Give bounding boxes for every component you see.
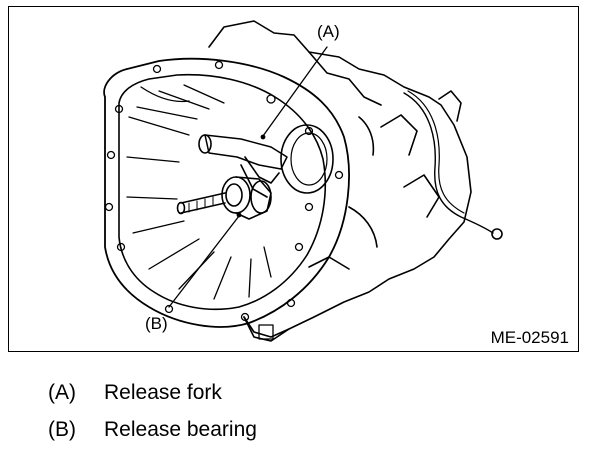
- legend: (A) Release fork (B) Release bearing: [48, 382, 257, 456]
- legend-text: Release fork: [104, 381, 222, 404]
- callout-b: (B): [145, 314, 168, 333]
- transmission-case-outline: [208, 20, 472, 338]
- wiring-harness-2: [407, 90, 465, 214]
- release-bearing-body: [235, 176, 272, 220]
- bore-opening-inner: [290, 132, 328, 186]
- input-shaft: [180, 192, 226, 214]
- input-shaft-splines: [188, 196, 214, 213]
- bell-housing-rim: [118, 73, 327, 311]
- leader-dot-b: [236, 212, 242, 218]
- leader-dot-a: [260, 134, 266, 140]
- bore-opening: [280, 124, 334, 194]
- case-rib-lower: [403, 174, 440, 218]
- leader-line-a: [262, 46, 328, 137]
- release-fork-arm: [204, 134, 288, 170]
- flange-bolt-holes: [104, 60, 344, 322]
- lower-skirt: [243, 316, 290, 342]
- harness-connector: [491, 228, 503, 240]
- case-rib-mid: [380, 114, 418, 156]
- bell-housing-flange: [103, 57, 350, 328]
- transmission-illustration: [103, 20, 503, 342]
- bell-housing-ribs: [126, 84, 272, 300]
- legend-item: (A) Release fork: [48, 382, 257, 403]
- legend-letter: (A): [48, 381, 76, 404]
- release-fork-finger: [244, 156, 280, 184]
- legend-letter: (B): [48, 418, 76, 441]
- release-bearing-rear: [250, 180, 272, 214]
- input-shaft-tip: [176, 201, 186, 215]
- drain-boss: [258, 324, 274, 340]
- case-detail-3: [308, 256, 350, 270]
- leader-line-b: [168, 215, 240, 308]
- legend-text: Release bearing: [104, 418, 257, 441]
- figure-id: ME-02591: [490, 328, 569, 347]
- wiring-harness: [403, 92, 494, 234]
- legend-item: (B) Release bearing: [48, 419, 257, 440]
- figure-frame: (A) (B) ME-02591: [8, 6, 579, 352]
- case-detail-2: [348, 206, 378, 248]
- case-bump-right: [438, 90, 462, 122]
- callout-a: (A): [317, 22, 340, 41]
- release-fork-pivot: [198, 134, 212, 154]
- release-bearing-inner: [225, 183, 243, 207]
- case-detail-1: [358, 116, 375, 156]
- case-rib-top: [308, 51, 382, 106]
